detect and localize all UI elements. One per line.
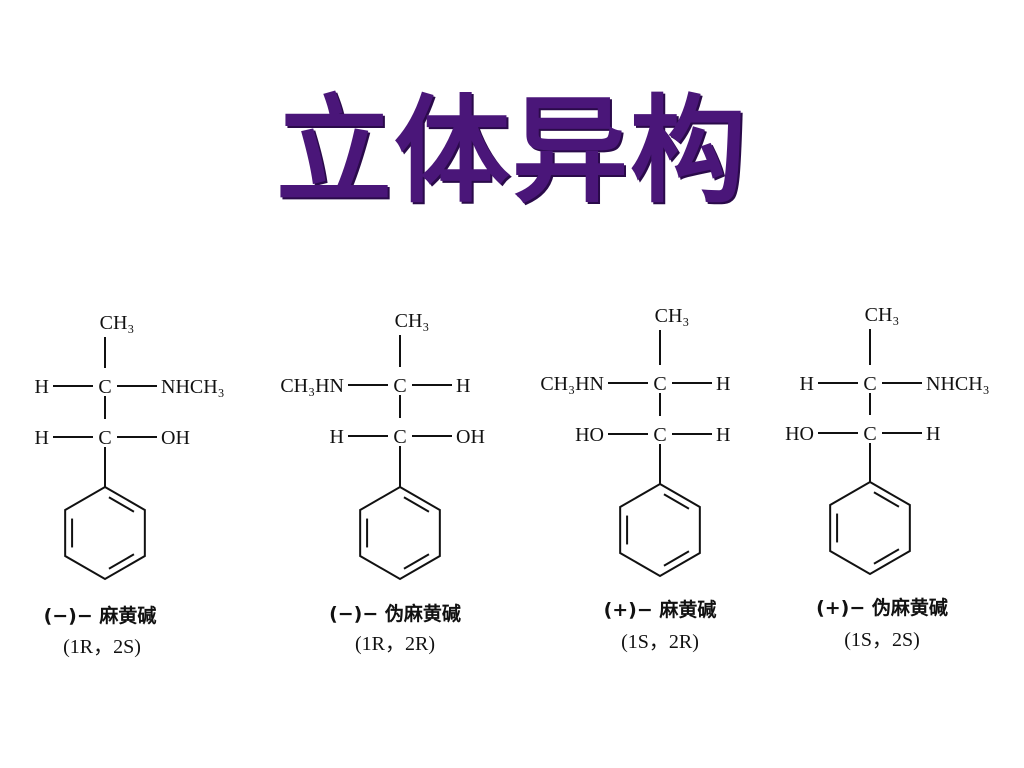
carbon-1-label: C	[393, 375, 406, 397]
configuration-label: (1R，2R)	[355, 633, 435, 655]
configuration-label: (1R，2S)	[63, 636, 141, 658]
methyl-label: CH₃	[655, 305, 690, 327]
carbon-2-label: C	[98, 427, 111, 449]
carbon-2-label: C	[863, 423, 876, 445]
methyl-label: CH₃	[865, 304, 900, 326]
ring-double-bond	[108, 553, 135, 570]
compound-name: (−)− 伪麻黄碱	[329, 602, 461, 625]
compound-name: (+)− 伪麻黄碱	[816, 596, 948, 619]
ring-double-bond	[403, 496, 430, 513]
carbon-1-right-group: H	[456, 375, 470, 397]
ring-double-bond	[663, 550, 690, 567]
benzene-ring	[829, 480, 911, 576]
ring-double-bond	[108, 496, 135, 513]
ring-double-bond	[873, 491, 900, 508]
carbon-1-label: C	[98, 376, 111, 398]
carbon-2-left-group: HO	[575, 424, 604, 446]
compound-name: (−)− 麻黄碱	[44, 604, 157, 627]
carbon-1-right-group: NHCH₃	[161, 376, 225, 398]
ring-double-bond	[873, 548, 900, 565]
carbon-1-right-group: NHCH₃	[926, 373, 990, 395]
carbon-2-right-group: OH	[161, 427, 190, 449]
benzene-ring	[359, 485, 441, 581]
configuration-label: (1S，2R)	[621, 631, 699, 653]
molecule-2: CH₃ C CH₃HN H C H OH (−)− 伪麻黄碱 (1R，2R)	[280, 310, 485, 655]
methyl-label: CH₃	[100, 312, 135, 334]
ring-double-bond	[663, 493, 690, 510]
carbon-1-left-group: H	[800, 373, 814, 395]
benzene-ring	[619, 482, 701, 578]
carbon-1-right-group: H	[716, 373, 730, 395]
benzene-ring	[64, 485, 146, 581]
carbon-1-left-group: H	[35, 376, 49, 398]
carbon-2-left-group: HO	[785, 423, 814, 445]
carbon-2-left-group: H	[35, 427, 49, 449]
carbon-1-left-group: CH₃HN	[280, 375, 344, 397]
carbon-1-label: C	[863, 373, 876, 395]
carbon-1-label: C	[653, 373, 666, 395]
carbon-2-right-group: H	[716, 424, 730, 446]
carbon-2-label: C	[653, 424, 666, 446]
methyl-label: CH₃	[395, 310, 430, 332]
molecule-3: CH₃ C CH₃HN H C HO H (+)− 麻黄碱 (1S，2R)	[540, 305, 730, 653]
carbon-2-right-group: H	[926, 423, 940, 445]
molecule-4: CH₃ C H NHCH₃ C HO H (+)− 伪麻黄碱 (1S，2S)	[785, 304, 990, 651]
slide-title: 立体异构	[276, 84, 748, 219]
carbon-2-right-group: OH	[456, 426, 485, 448]
compound-name: (+)− 麻黄碱	[604, 598, 717, 621]
molecule-1: CH₃ C H NHCH₃ C H OH (−)− 麻黄碱 (1R，2S)	[35, 312, 225, 658]
carbon-1-left-group: CH₃HN	[540, 373, 604, 395]
carbon-2-label: C	[393, 426, 406, 448]
ring-double-bond	[403, 553, 430, 570]
carbon-2-left-group: H	[330, 426, 344, 448]
configuration-label: (1S，2S)	[844, 629, 920, 651]
